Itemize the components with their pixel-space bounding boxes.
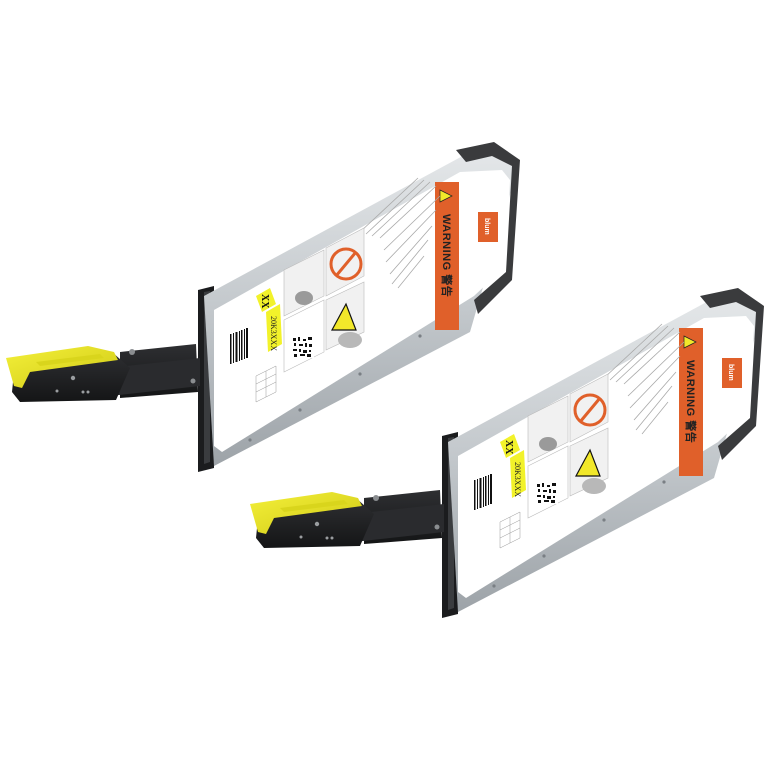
lift-unit-upper [4,140,522,474]
